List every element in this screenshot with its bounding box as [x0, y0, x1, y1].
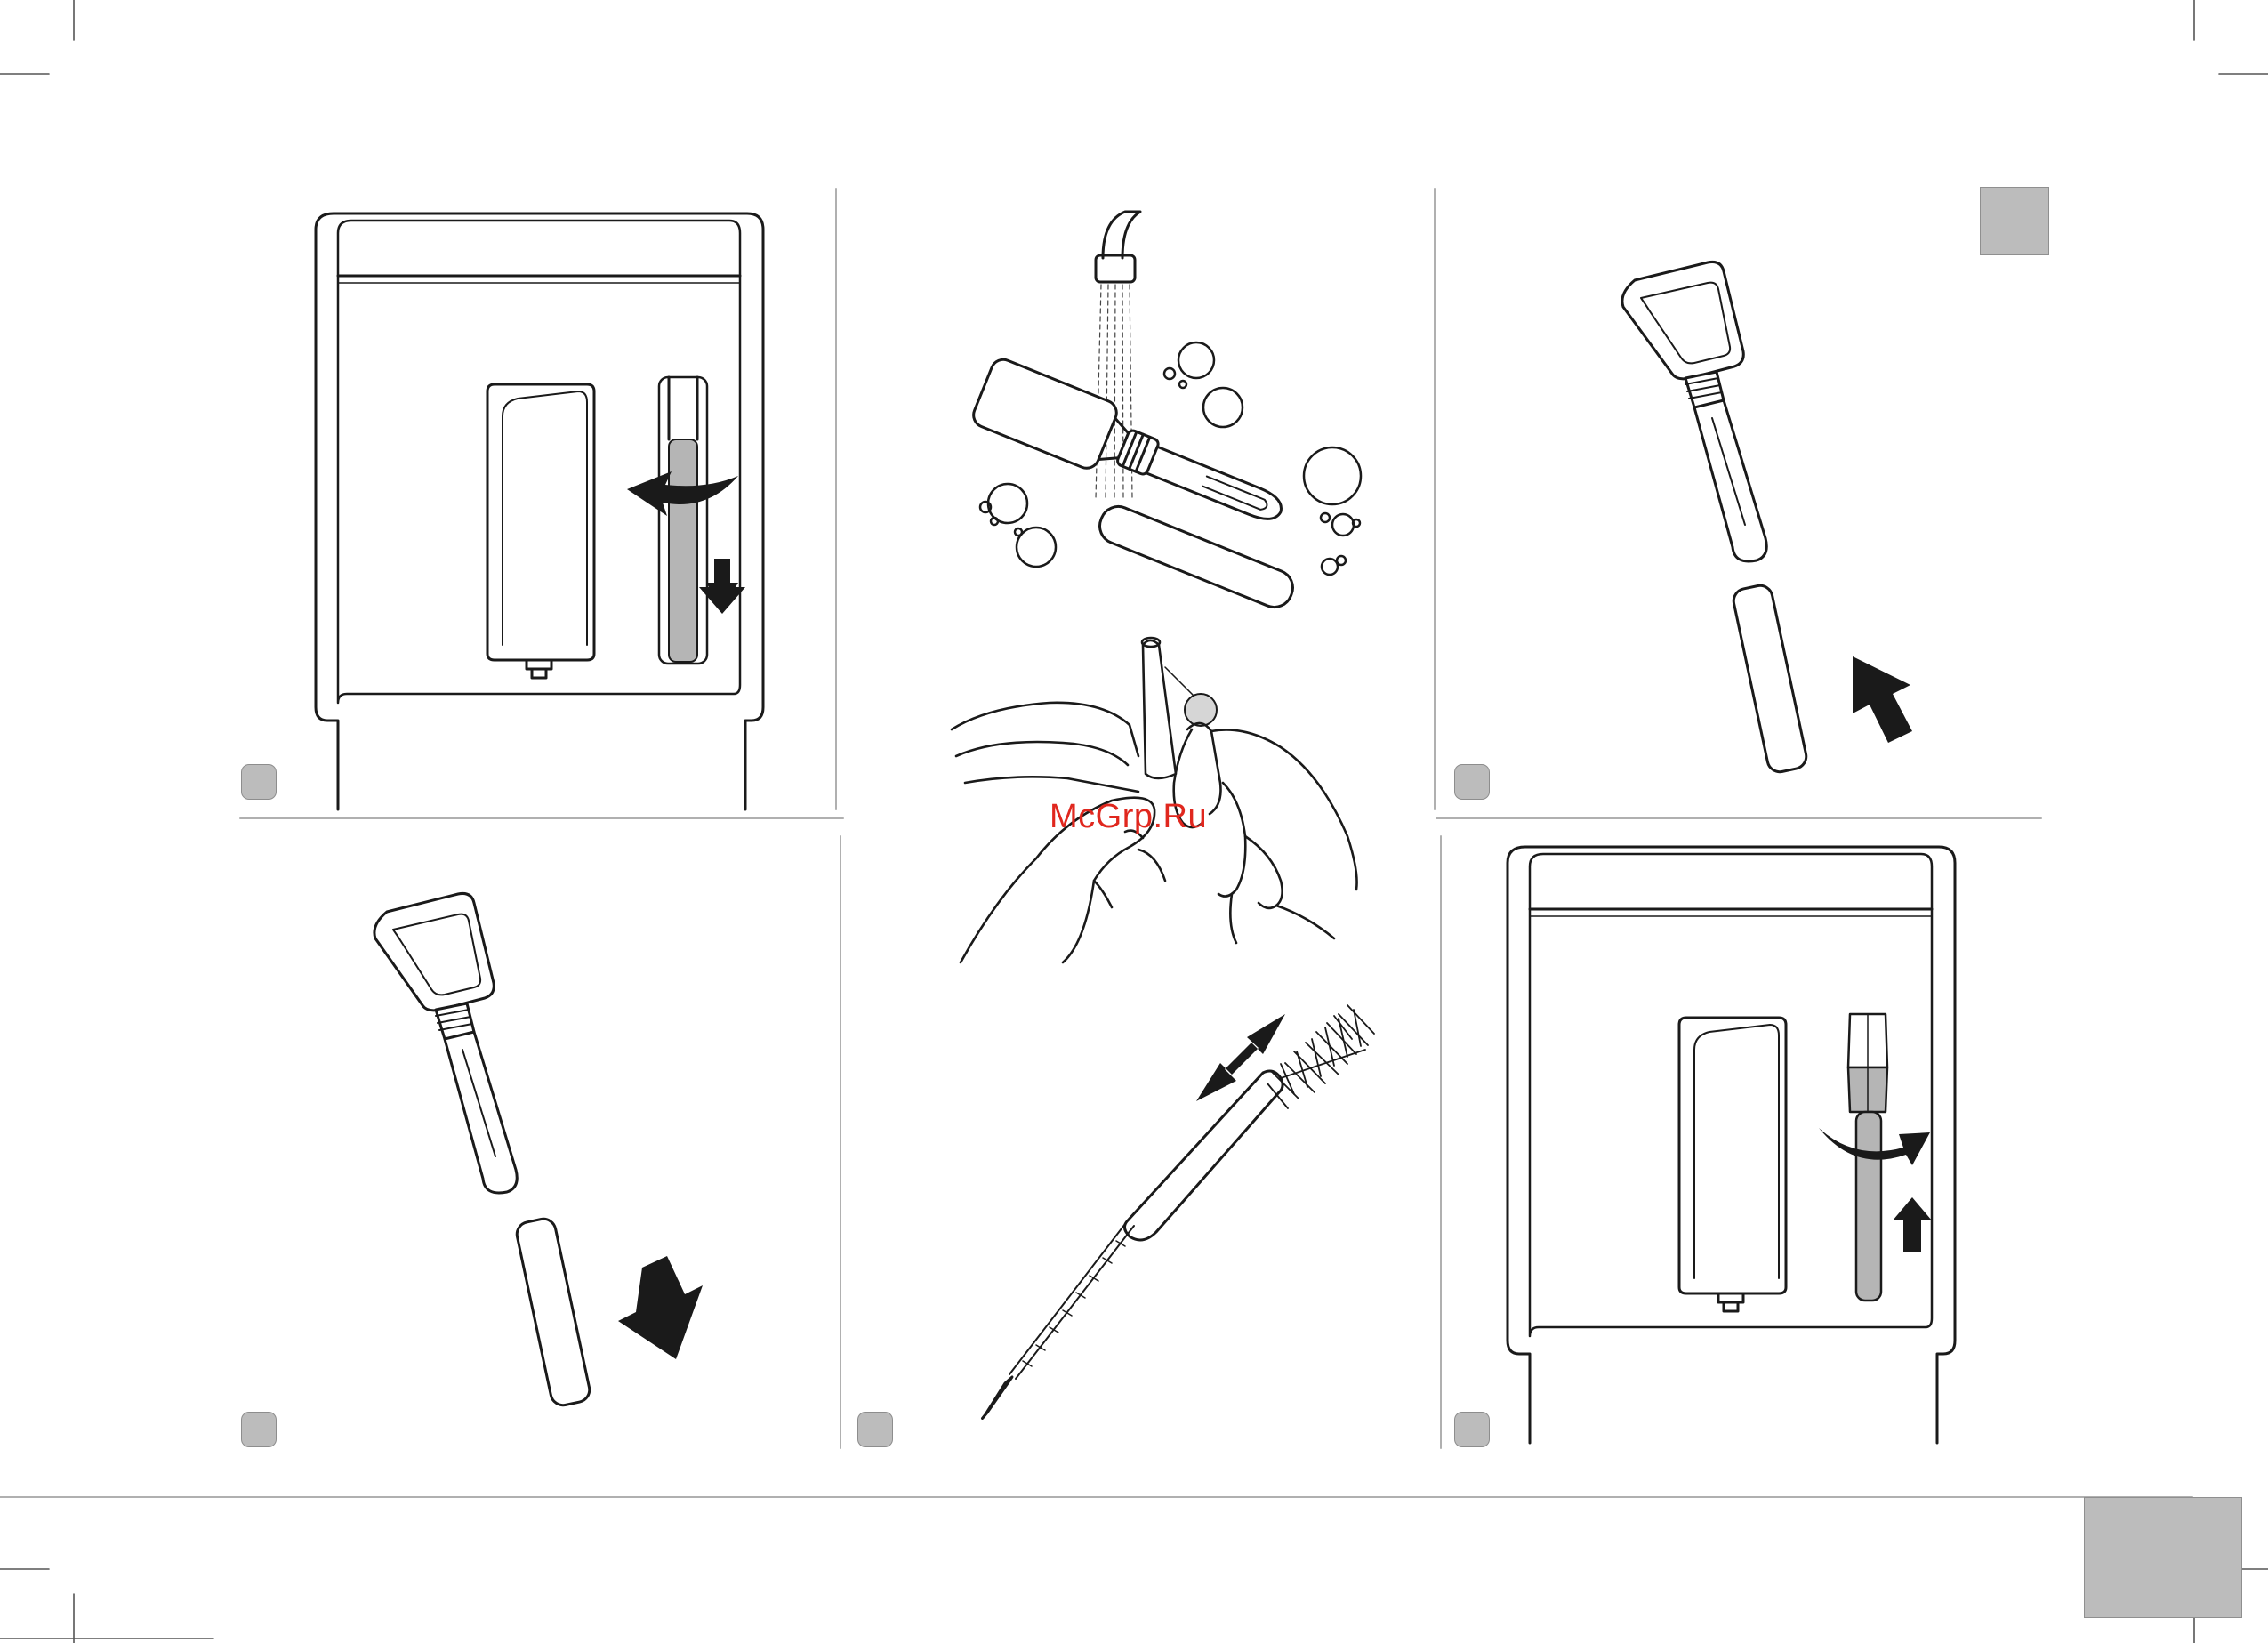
- step-marker-4: [857, 1412, 893, 1447]
- panel-2-rinse-filter: [969, 212, 1361, 613]
- arrow-up-icon: [1893, 1197, 1932, 1252]
- tap-icon: [1103, 212, 1140, 258]
- corner-tab-bottom: [2084, 1497, 2242, 1618]
- watermark-text: McGrp.Ru: [1050, 798, 1207, 836]
- panel-6-machine-insert-filter: [1508, 847, 1955, 1443]
- panel-4-filter-down: [374, 893, 703, 1407]
- panel-3-filter-up: [1622, 262, 1912, 774]
- step-marker-2: [1454, 764, 1490, 800]
- corner-tab-top: [1980, 187, 2049, 255]
- step-marker-3: [241, 1412, 277, 1447]
- brush-icon: [982, 1005, 1374, 1419]
- step-marker-5: [1454, 1412, 1490, 1447]
- arrow-down-icon: [618, 1256, 703, 1359]
- step-marker-1: [241, 764, 277, 800]
- arrow-up-icon: [1853, 656, 1912, 743]
- panel-1-machine-remove-filter: [316, 213, 763, 809]
